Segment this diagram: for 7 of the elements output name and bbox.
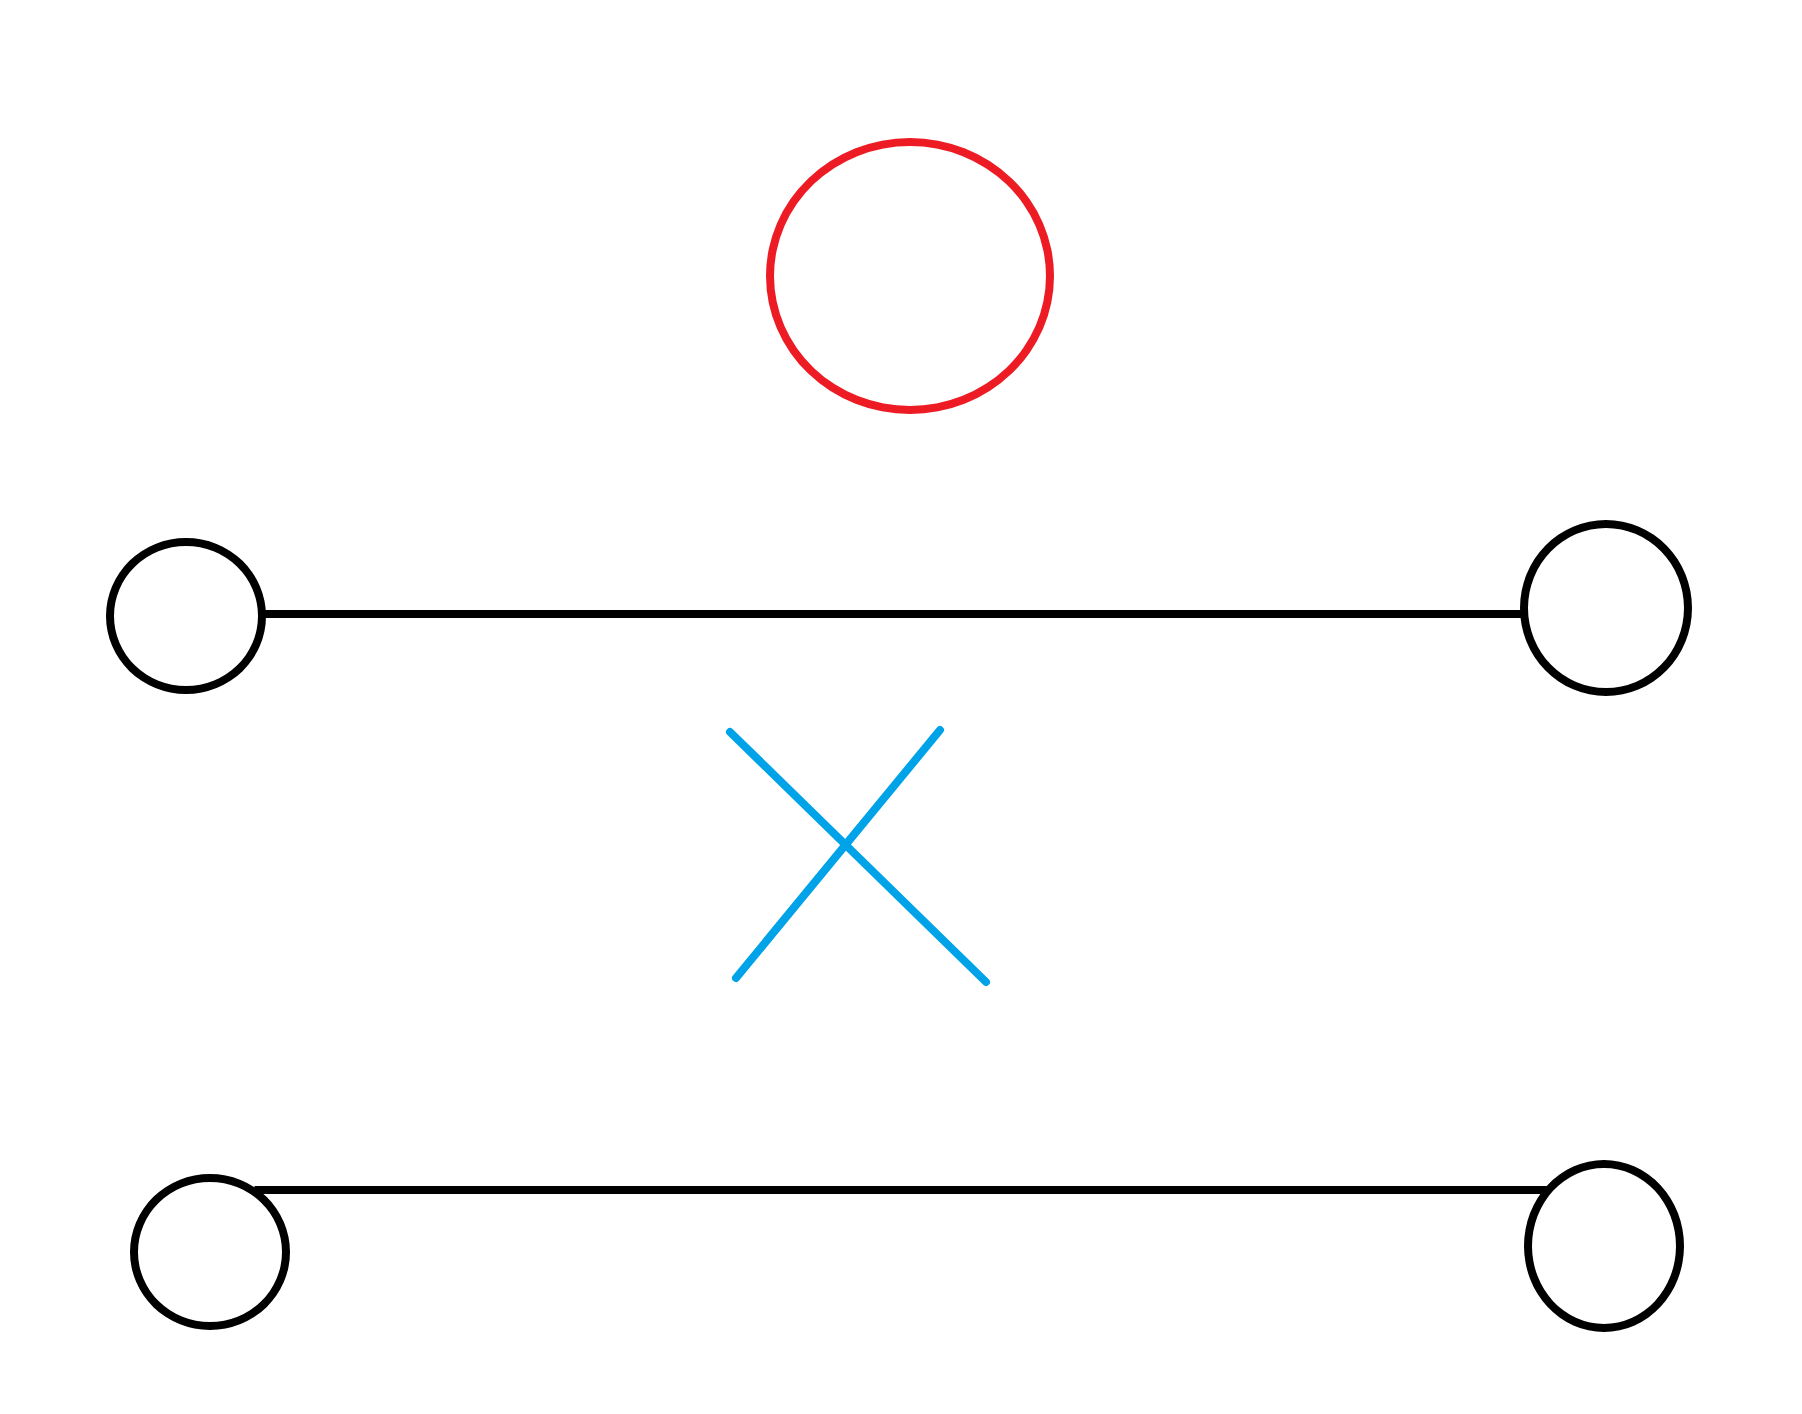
circle <box>1520 520 1692 696</box>
circle <box>766 138 1054 414</box>
connector-line <box>261 610 1525 618</box>
circle <box>106 538 266 694</box>
connector-line <box>254 1186 1548 1194</box>
circle <box>1524 1160 1684 1332</box>
circle <box>130 1174 290 1330</box>
